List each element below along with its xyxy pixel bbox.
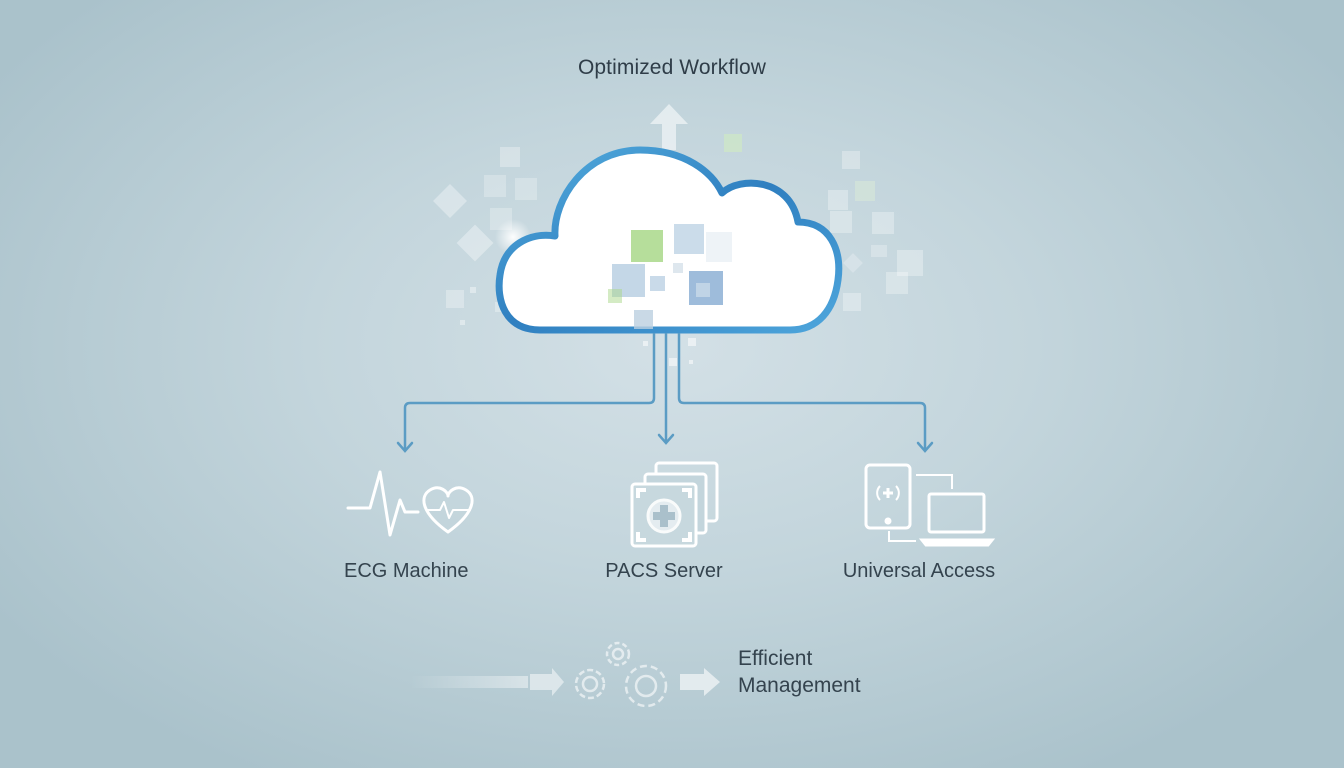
process-flow <box>410 668 720 696</box>
ecg-heart-icon <box>346 470 474 537</box>
upload-arrow-icon <box>650 104 688 150</box>
footer-label-line2: Management <box>738 674 861 697</box>
data-blocks-right <box>724 134 923 311</box>
cloud-connectors <box>403 333 927 450</box>
cloud-data-blocks <box>608 224 732 329</box>
tablet-laptop-icon <box>864 463 996 547</box>
pacs-server-label: PACS Server <box>605 560 723 582</box>
stem-particles <box>643 338 696 366</box>
footer-label-line1: Efficient <box>738 647 813 670</box>
connector-arrowheads <box>396 433 934 453</box>
ecg-machine-label: ECG Machine <box>344 560 469 582</box>
efficient-management-label: Efficient Management <box>738 645 861 699</box>
cloud-icon <box>495 146 843 334</box>
gears-icon <box>574 641 668 708</box>
diagram-title: Optimized Workflow <box>577 56 767 79</box>
universal-access-label: Universal Access <box>842 560 996 582</box>
medical-image-stack-icon <box>630 461 719 548</box>
